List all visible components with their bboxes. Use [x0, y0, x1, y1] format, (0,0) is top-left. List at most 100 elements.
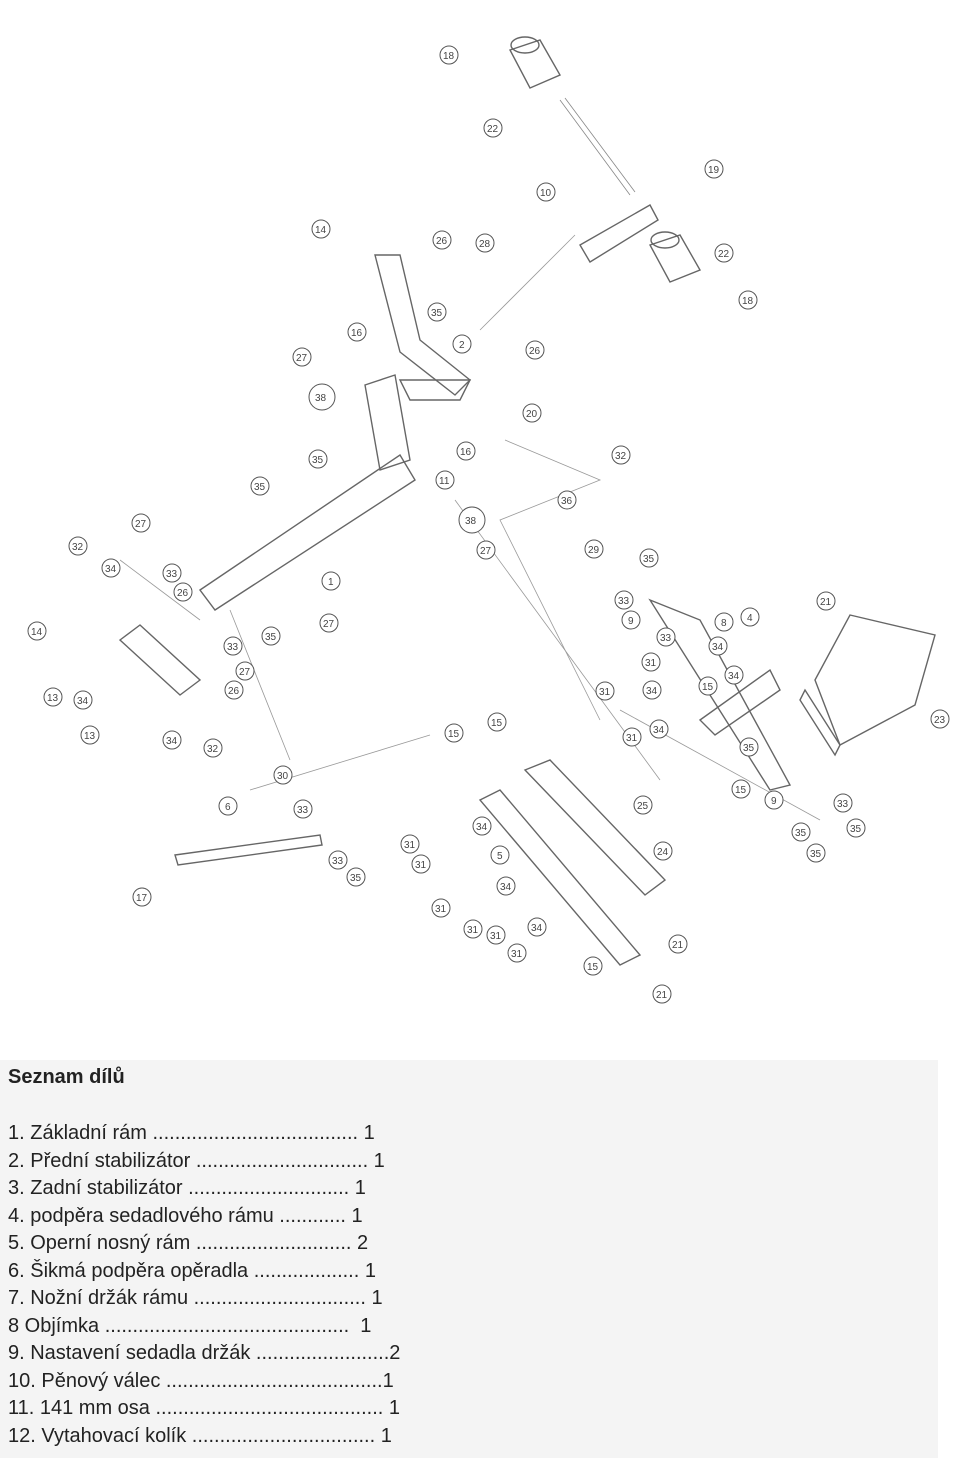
svg-text:35: 35	[265, 632, 277, 643]
svg-text:31: 31	[511, 949, 523, 960]
svg-text:11: 11	[439, 476, 450, 487]
svg-text:17: 17	[136, 893, 148, 904]
svg-text:22: 22	[718, 249, 730, 260]
svg-text:33: 33	[837, 799, 849, 810]
callout-markers: 18 22 10 19 22 18 14 26 28 35 2 26 20 16…	[27, 45, 950, 1004]
svg-text:18: 18	[443, 51, 455, 62]
svg-text:27: 27	[480, 546, 492, 557]
svg-text:15: 15	[702, 682, 714, 693]
svg-text:38: 38	[465, 516, 477, 527]
svg-text:33: 33	[166, 569, 178, 580]
svg-text:13: 13	[84, 731, 96, 742]
parts-list-panel: Seznam dílů 1. Základní rám ............…	[0, 1060, 938, 1458]
svg-text:26: 26	[436, 236, 448, 247]
svg-text:33: 33	[332, 856, 344, 867]
svg-text:31: 31	[415, 860, 427, 871]
svg-text:20: 20	[526, 409, 538, 420]
list-item: 5. Operní nosný rám ....................…	[8, 1232, 369, 1254]
svg-text:34: 34	[500, 882, 512, 893]
svg-text:9: 9	[771, 796, 777, 807]
svg-text:4: 4	[747, 613, 753, 624]
svg-text:29: 29	[588, 545, 600, 556]
svg-text:35: 35	[850, 824, 862, 835]
svg-text:16: 16	[351, 328, 363, 339]
svg-text:27: 27	[323, 619, 335, 630]
list-item: 10. Pěnový válec .......................…	[8, 1369, 394, 1392]
svg-text:15: 15	[735, 785, 747, 796]
parts-list-title: Seznam dílů	[8, 1066, 125, 1088]
svg-text:16: 16	[460, 447, 472, 458]
svg-text:32: 32	[72, 542, 84, 553]
svg-text:21: 21	[672, 940, 684, 951]
svg-text:13: 13	[47, 693, 59, 704]
svg-text:14: 14	[315, 225, 327, 236]
svg-text:15: 15	[491, 718, 503, 729]
svg-text:2: 2	[459, 340, 465, 351]
svg-text:36: 36	[561, 496, 573, 507]
svg-text:10: 10	[540, 188, 552, 199]
svg-text:33: 33	[227, 642, 239, 653]
list-item: 7. Nožní držák rámu ....................…	[8, 1287, 383, 1309]
list-item: 8 Objímka ..............................…	[8, 1314, 372, 1337]
svg-text:34: 34	[712, 642, 724, 653]
svg-text:22: 22	[487, 124, 499, 135]
svg-text:27: 27	[135, 519, 147, 530]
svg-text:35: 35	[810, 849, 822, 860]
svg-text:35: 35	[350, 873, 362, 884]
svg-text:32: 32	[615, 451, 627, 462]
svg-text:35: 35	[254, 482, 266, 493]
svg-text:33: 33	[297, 805, 309, 816]
svg-text:31: 31	[467, 925, 479, 936]
svg-text:31: 31	[404, 840, 416, 851]
svg-text:26: 26	[177, 588, 189, 599]
svg-text:31: 31	[599, 687, 611, 698]
svg-text:34: 34	[476, 822, 488, 833]
svg-text:32: 32	[207, 744, 219, 755]
svg-text:34: 34	[77, 696, 89, 707]
svg-text:6: 6	[225, 802, 231, 813]
svg-text:35: 35	[643, 554, 655, 565]
svg-text:31: 31	[626, 733, 638, 744]
svg-text:19: 19	[708, 165, 720, 176]
svg-text:26: 26	[529, 346, 541, 357]
list-item: 11. 141 mm osa .........................…	[8, 1397, 400, 1419]
list-item: 12. Vytahovací kolík ...................…	[8, 1424, 392, 1447]
svg-text:27: 27	[296, 353, 308, 364]
list-item: 4. podpěra sedadlového rámu ............…	[8, 1204, 363, 1227]
list-item: 1. Základní rám ........................…	[8, 1122, 375, 1144]
svg-text:35: 35	[743, 743, 755, 754]
svg-text:8: 8	[721, 618, 727, 629]
svg-text:31: 31	[435, 904, 447, 915]
list-item: 3. Zadní stabilizátor ..................…	[8, 1177, 366, 1199]
svg-text:30: 30	[277, 771, 289, 782]
svg-text:34: 34	[646, 686, 658, 697]
svg-text:18: 18	[742, 296, 754, 307]
svg-text:34: 34	[728, 671, 740, 682]
svg-text:21: 21	[656, 990, 668, 1001]
svg-text:26: 26	[228, 686, 240, 697]
svg-text:15: 15	[448, 729, 460, 740]
svg-text:35: 35	[431, 308, 443, 319]
svg-text:5: 5	[497, 851, 503, 862]
svg-text:31: 31	[490, 931, 502, 942]
svg-text:34: 34	[105, 564, 117, 575]
list-item: 2. Přední stabilizátor .................…	[8, 1149, 385, 1172]
svg-text:35: 35	[312, 455, 324, 466]
svg-text:1: 1	[328, 577, 334, 588]
parts-list: 1. Základní rám ........................…	[8, 1120, 400, 1450]
svg-text:27: 27	[239, 667, 251, 678]
svg-text:15: 15	[587, 962, 599, 973]
svg-text:14: 14	[31, 627, 43, 638]
svg-text:33: 33	[618, 596, 630, 607]
list-item: 9. Nastavení sedadla držák .............…	[8, 1342, 401, 1364]
exploded-parts-diagram: 18 22 10 19 22 18 14 26 28 35 2 26 20 16…	[27, 36, 950, 1004]
svg-text:33: 33	[660, 633, 672, 644]
diagram-drawing	[118, 36, 936, 966]
svg-text:24: 24	[657, 847, 669, 858]
svg-text:21: 21	[820, 597, 832, 608]
svg-text:35: 35	[795, 828, 807, 839]
svg-text:23: 23	[934, 715, 946, 726]
svg-text:31: 31	[645, 658, 657, 669]
svg-text:34: 34	[653, 725, 665, 736]
svg-text:9: 9	[628, 616, 634, 627]
